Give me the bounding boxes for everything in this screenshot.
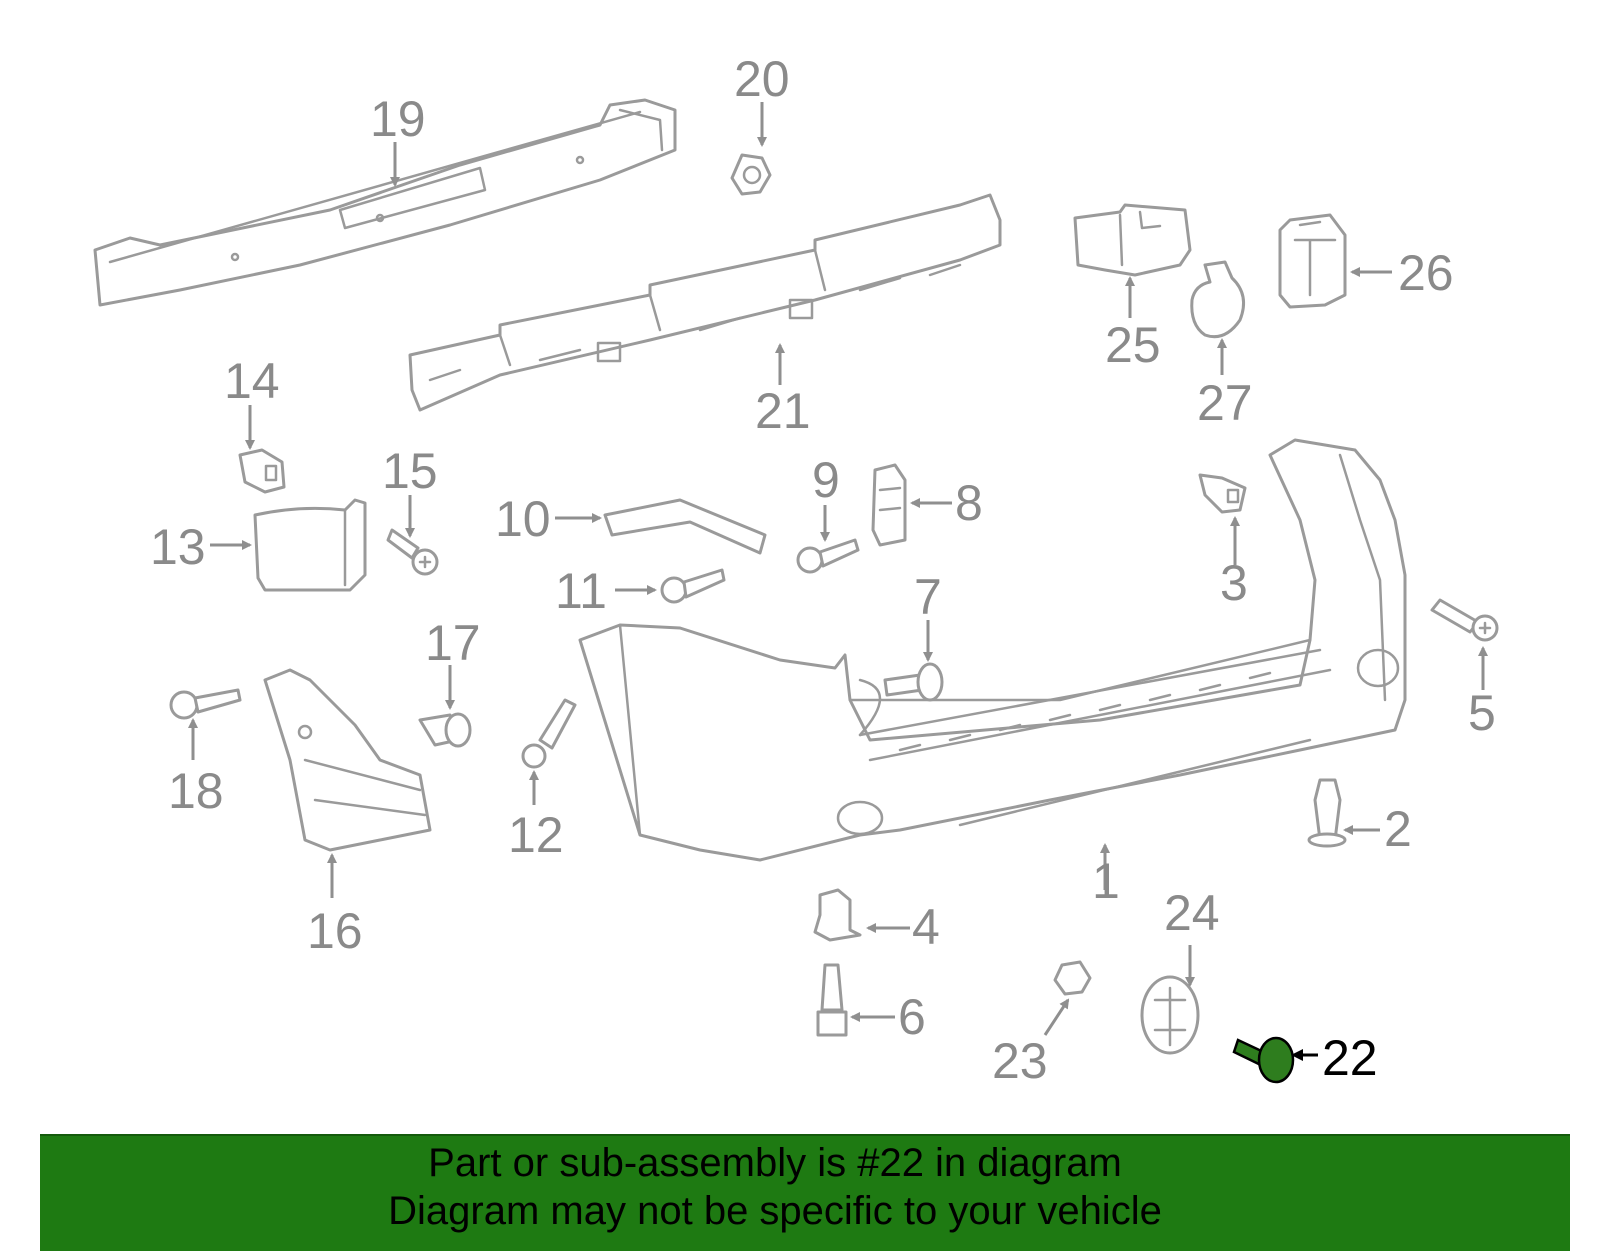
callout-23: 23 (992, 1033, 1048, 1089)
callout-21: 21 (755, 383, 811, 439)
part-25-sensor[interactable] (1073, 203, 1192, 277)
callout-25: 25 (1105, 317, 1161, 373)
callout-27: 27 (1197, 375, 1253, 431)
callout-24: 24 (1164, 885, 1220, 941)
callout-9: 9 (812, 452, 840, 508)
callout-10: 10 (495, 491, 551, 547)
part-18-bolt[interactable] (169, 688, 242, 720)
part-6-bolt[interactable] (816, 963, 848, 1037)
callout-8: 8 (955, 475, 983, 531)
part-3-clip[interactable] (1198, 473, 1247, 514)
banner-line-part: Part or sub-assembly is #22 in diagram (428, 1141, 1122, 1185)
part-12-screw[interactable] (521, 698, 577, 769)
part-8-bracket[interactable] (871, 463, 907, 547)
callout-2: 2 (1384, 801, 1412, 857)
info-banner: Part or sub-assembly is #22 in diagram D… (40, 1134, 1570, 1251)
callout-7: 7 (914, 569, 942, 625)
part-4-clip[interactable] (813, 888, 862, 942)
part-9-screw[interactable] (796, 538, 860, 574)
part-26-retainer[interactable] (1278, 213, 1347, 309)
part-17-grommet[interactable] (418, 712, 472, 748)
part-5-screw[interactable] (1430, 598, 1499, 642)
banner-line-disclaimer: Diagram may not be specific to your vehi… (388, 1189, 1162, 1233)
callout-16: 16 (307, 903, 363, 959)
callout-11: 11 (555, 563, 607, 619)
callout-14: 14 (224, 353, 280, 409)
callout-6: 6 (898, 989, 926, 1045)
callout-3: 3 (1220, 555, 1248, 611)
part-15-screw[interactable] (386, 528, 439, 576)
part-7-pin[interactable] (883, 662, 944, 702)
part-21-absorber[interactable] (408, 193, 1002, 412)
callout-17: 17 (425, 615, 481, 671)
part-22-highlighted[interactable] (1232, 1036, 1295, 1084)
part-2-clip[interactable] (1307, 778, 1347, 848)
leader-lines (188, 102, 1488, 1061)
leader-23 (1043, 998, 1070, 1036)
callout-22: 22 (1322, 1030, 1378, 1086)
part-1-bumper-cover[interactable] (578, 438, 1407, 862)
callout-18: 18 (168, 763, 224, 819)
callout-19: 19 (370, 91, 426, 147)
callout-12: 12 (508, 807, 564, 863)
part-24-cap[interactable] (1140, 975, 1200, 1055)
part-14-clip[interactable] (238, 448, 286, 494)
callout-5: 5 (1468, 685, 1496, 741)
part-20-nut[interactable] (730, 153, 772, 196)
callout-13: 13 (150, 519, 206, 575)
part-19-reinforcement[interactable] (93, 98, 677, 307)
part-11-screw[interactable] (660, 568, 726, 604)
callout-4: 4 (912, 899, 940, 955)
part-16-bracket[interactable] (263, 668, 432, 852)
part-23-nut[interactable] (1053, 960, 1092, 996)
callout-15: 15 (382, 443, 438, 499)
part-27-retainer[interactable] (1190, 260, 1246, 339)
callout-1: 1 (1092, 853, 1120, 909)
callout-labels: 1 2 3 4 5 6 7 8 9 10 11 12 13 14 15 16 1… (150, 51, 1496, 1089)
part-13-bracket[interactable] (253, 498, 367, 592)
part-10-molding[interactable] (603, 498, 767, 555)
callout-20: 20 (734, 51, 790, 107)
callout-26: 26 (1398, 245, 1454, 301)
